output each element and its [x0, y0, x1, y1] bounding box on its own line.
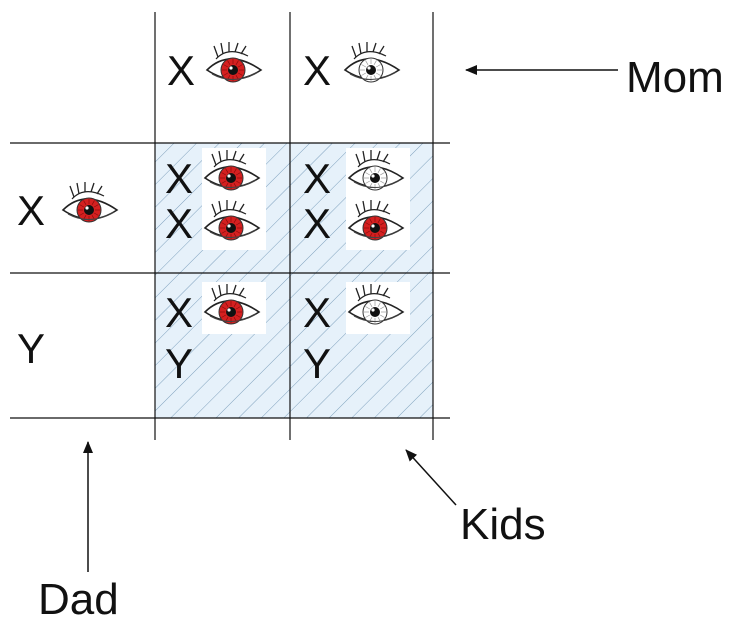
- dad-allele-2: Y: [17, 325, 46, 372]
- mom-allele-2: X: [303, 47, 332, 94]
- dad-allele-1: X: [17, 187, 46, 234]
- kid-xx-carrier-top: X: [303, 155, 332, 202]
- red-eye-icon: [203, 284, 261, 325]
- white-eye-icon: [347, 284, 405, 325]
- kid-xy-red-bottom: Y: [165, 340, 194, 387]
- kid-xy-red-top: X: [165, 289, 194, 336]
- white-eye-icon: [343, 42, 401, 83]
- kid-xy-white-top: X: [303, 289, 332, 336]
- kid-xx-red-bottom: X: [165, 200, 194, 247]
- mom-allele-1: X: [167, 47, 196, 94]
- kids-arrow: [405, 449, 457, 506]
- red-eye-icon: [203, 150, 261, 191]
- dad-label: Dad: [38, 575, 119, 624]
- red-eye-icon: [203, 200, 261, 241]
- red-eye-icon: [347, 200, 405, 241]
- mom-label: Mom: [626, 53, 724, 102]
- kid-xx-red-top: X: [165, 155, 194, 202]
- kid-xy-white-bottom: Y: [303, 340, 332, 387]
- kids-label: Kids: [460, 500, 546, 549]
- red-eye-icon: [205, 42, 263, 83]
- red-eye-icon: [61, 182, 119, 223]
- kid-xx-carrier-bottom: X: [303, 200, 332, 247]
- white-eye-icon: [347, 150, 405, 191]
